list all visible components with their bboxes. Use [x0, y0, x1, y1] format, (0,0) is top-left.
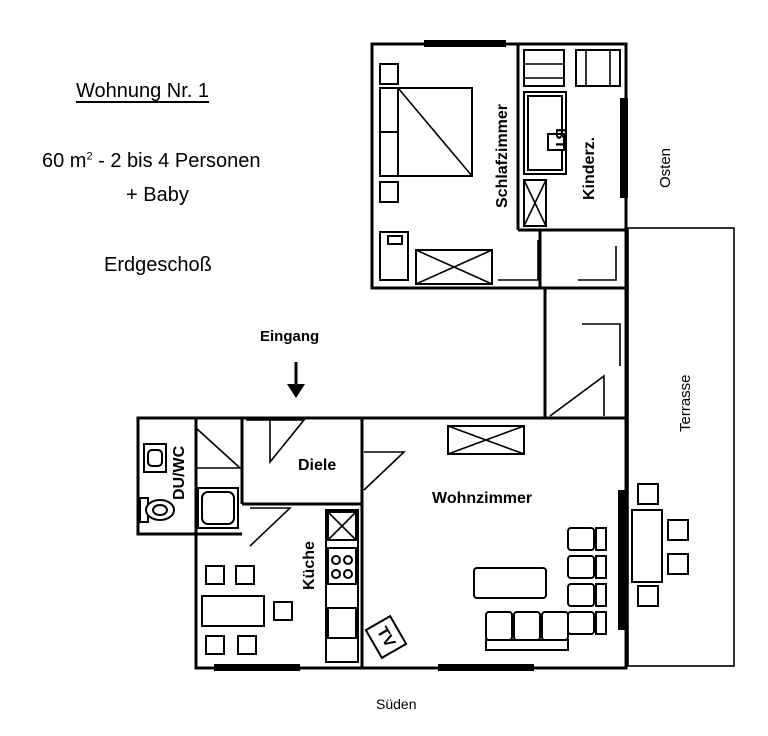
compass-south-label: Süden — [376, 696, 417, 712]
windows — [214, 40, 628, 671]
room-living-label: Wohnzimmer — [432, 490, 532, 507]
changing-table — [523, 49, 565, 87]
kitchen-table — [201, 595, 265, 627]
terrace-chair — [667, 553, 689, 575]
kitchen-sink — [327, 607, 357, 639]
tv-icon: TV — [364, 614, 408, 660]
plan-title: Wohnung Nr. 1 — [76, 80, 210, 102]
compass-east-label: Osten — [657, 148, 674, 188]
room-bedroom-label: Schlafzimmer — [494, 104, 511, 208]
kitchen-furniture — [201, 509, 359, 663]
room-shower-label: DU/WC — [171, 445, 188, 500]
coffee-table — [473, 567, 547, 599]
baby-text: + Baby — [126, 184, 189, 206]
toilet-icon — [139, 497, 175, 523]
terrace-table — [631, 509, 663, 583]
room-kitchen-label: Küche — [301, 541, 318, 590]
nightstand-bottom — [379, 181, 399, 203]
bathroom-fixtures — [139, 443, 239, 529]
persons-range: - 2 bis 4 Personen — [92, 150, 261, 172]
floor-text: Erdgeschoß — [104, 254, 212, 276]
chair — [237, 635, 257, 655]
room-hall-label: Diele — [298, 457, 336, 474]
chair — [205, 635, 225, 655]
stove — [327, 547, 357, 585]
kids-room-furniture: BT — [523, 49, 621, 227]
chair — [273, 601, 293, 621]
terrace-chair — [667, 519, 689, 541]
area-exponent: 2 — [86, 150, 93, 163]
area-value: 60 m — [42, 150, 87, 172]
chair — [205, 565, 225, 585]
chair — [235, 565, 255, 585]
terrace-chair — [637, 585, 659, 607]
terrace-label: Terrasse — [677, 374, 694, 432]
kids-shelf — [575, 49, 621, 87]
area-persons-text: 60 m2 - 2 bis 4 Personen — [42, 150, 260, 173]
entrance-label: Eingang — [260, 328, 320, 345]
sofa — [485, 527, 607, 651]
entrance-arrow-icon — [287, 362, 305, 398]
bedroom-furniture — [379, 63, 493, 285]
bed-label: BT — [552, 128, 569, 150]
nightstand-top — [379, 63, 399, 85]
terrace — [627, 227, 735, 667]
living-room-furniture: TV — [364, 425, 607, 660]
room-kids-label: Kinderz. — [581, 137, 598, 200]
terrace-chair — [637, 483, 659, 505]
door-swings — [195, 240, 621, 547]
